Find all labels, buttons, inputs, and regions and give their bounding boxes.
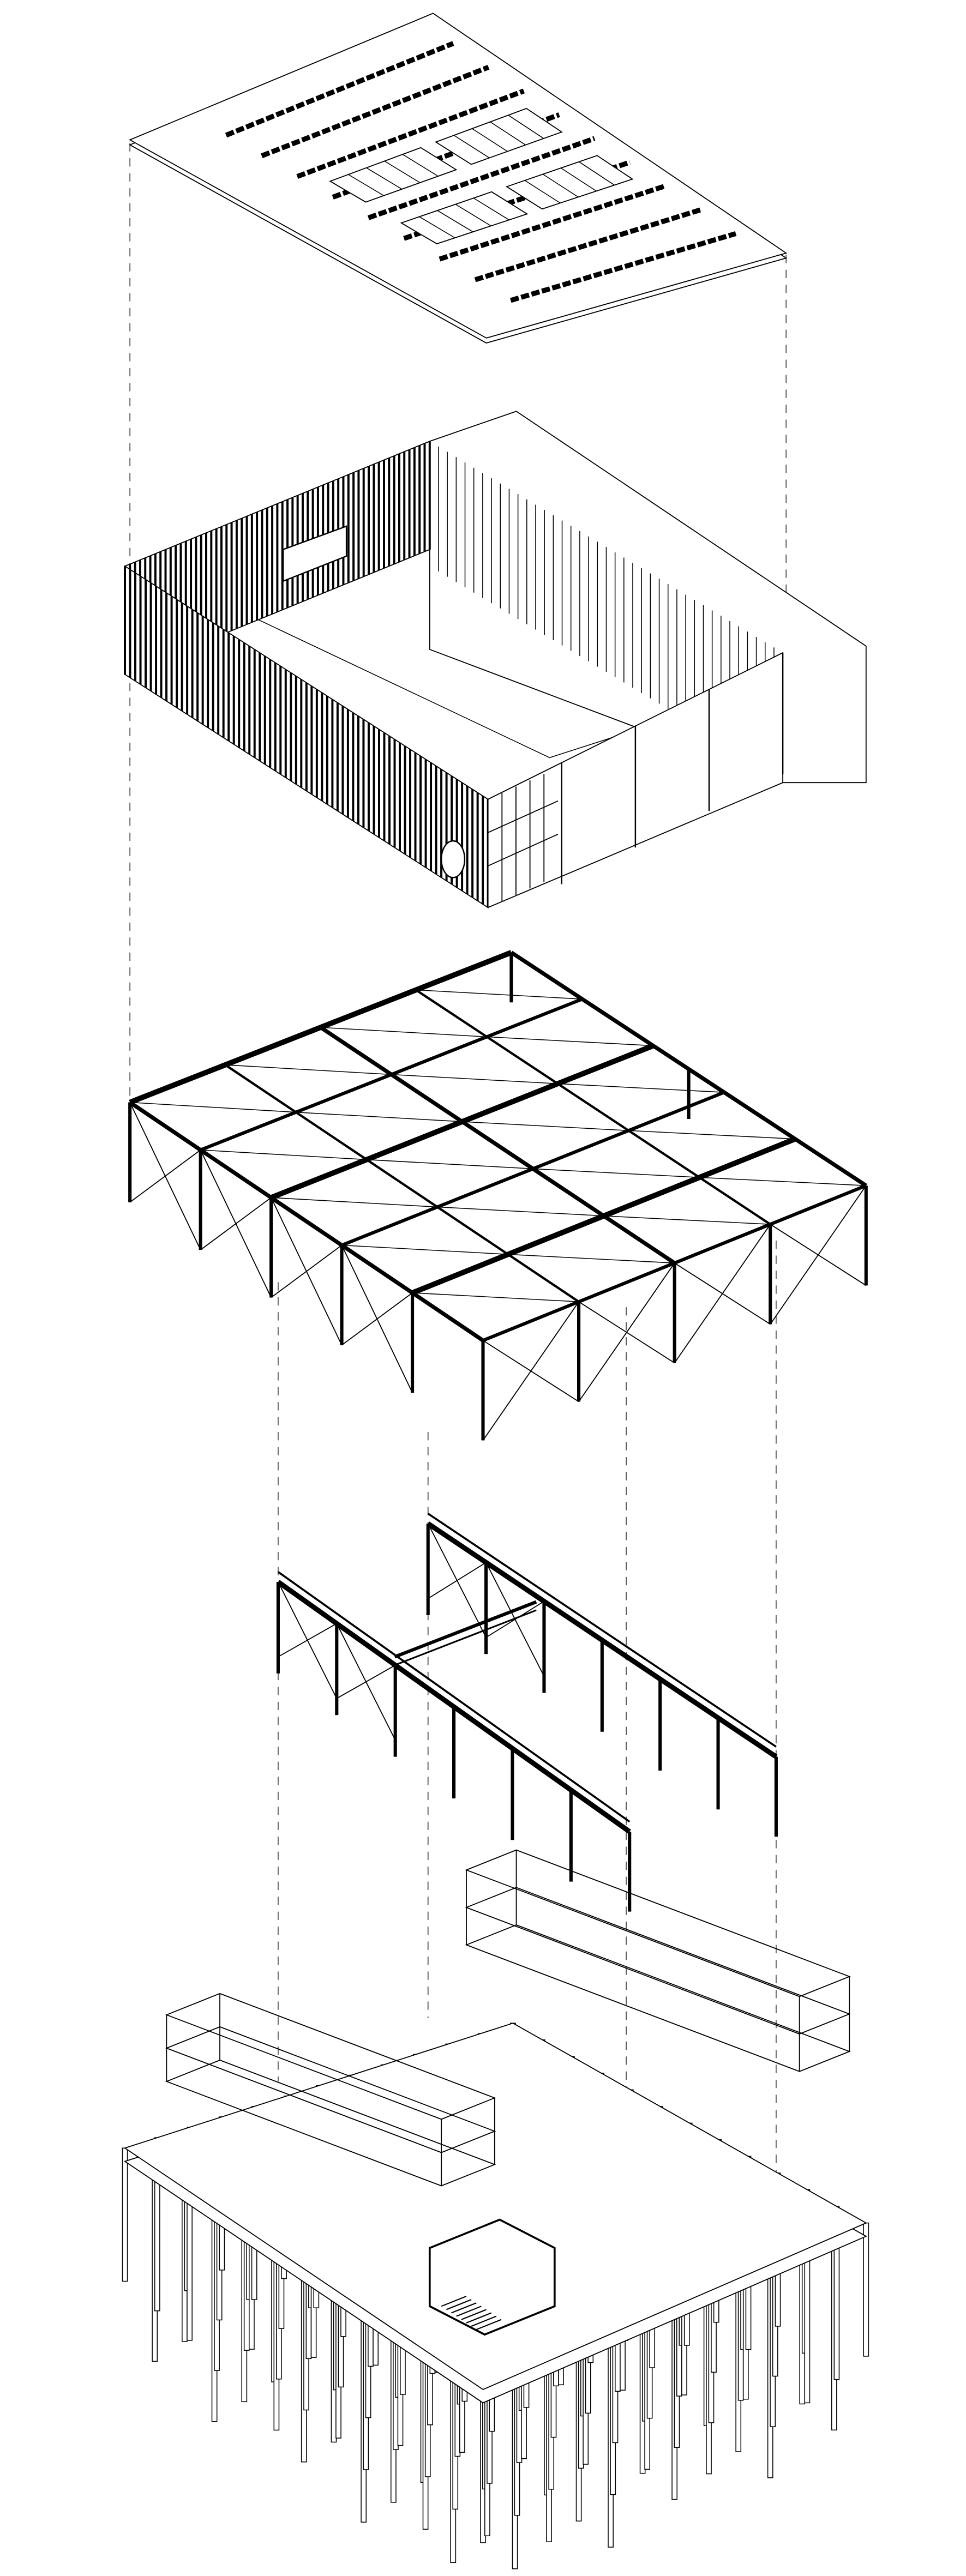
solar-panel-row: [474, 207, 701, 282]
mezzanine-top-chord: [277, 1571, 631, 1823]
roof-bracing: [699, 1177, 866, 1186]
cross-brace: [200, 1197, 272, 1250]
roof-bracing: [130, 1102, 296, 1113]
shelving-unit-level: [465, 1887, 851, 2035]
skylight-rib: [437, 210, 473, 232]
roof-bracing: [557, 1083, 724, 1093]
skylight-rib: [473, 197, 509, 220]
solar-panel-row: [510, 231, 737, 303]
roof-plate: [129, 13, 788, 339]
skylight-rib: [472, 128, 508, 152]
steel-girder: [319, 1026, 676, 1265]
cross-brace: [129, 1149, 201, 1203]
skylight-rib: [579, 161, 615, 186]
roof-bracing: [391, 1074, 558, 1085]
roof-bracing: [200, 1149, 367, 1160]
roof-bracing: [412, 1292, 579, 1302]
steel-frame-layer: [128, 950, 868, 1441]
roof-bracing: [416, 989, 583, 1000]
foundation-layer: [122, 1849, 869, 2569]
mezzanine-frame-layer: [276, 1513, 778, 1912]
cross-brace: [485, 1600, 544, 1638]
steel-girder: [510, 950, 867, 1188]
stair-tread: [456, 2306, 482, 2317]
skylight-rib: [508, 115, 544, 139]
walkway-bridge-rail: [394, 1609, 537, 1666]
cross-brace: [271, 1244, 343, 1298]
platform-slab: [123, 2023, 867, 2391]
steel-girder: [415, 989, 771, 1225]
roof-bracing: [437, 1206, 604, 1217]
skylight-rib: [419, 216, 455, 238]
solar-panel-row: [225, 41, 454, 138]
roof-bracing: [320, 1027, 487, 1038]
roof-bracing: [462, 1121, 629, 1131]
skylight: [434, 107, 563, 165]
stair-tread: [441, 2295, 467, 2307]
stair-enclosure: [428, 2218, 556, 2336]
steel-girder: [224, 1064, 580, 1303]
mezzanine-top-chord: [427, 1513, 777, 1748]
skylight-rib: [348, 174, 385, 196]
stair-tread: [476, 2319, 502, 2331]
solar-panel-row: [296, 88, 525, 179]
roof-bracing: [487, 1036, 653, 1046]
stair-tread: [446, 2299, 472, 2310]
foundation-pile: [863, 2222, 869, 2357]
roof-layer: [129, 13, 788, 344]
cross-brace: [578, 1262, 675, 1402]
glazing-transom: [488, 800, 559, 833]
cross-brace: [341, 1292, 413, 1346]
glazing-transom: [488, 834, 559, 866]
cross-brace: [278, 1623, 337, 1658]
shelving-unit-level: [165, 2026, 496, 2153]
cross-brace: [674, 1224, 771, 1363]
roof-bracing: [367, 1159, 533, 1170]
skylight-rib: [490, 121, 526, 146]
skylight: [505, 155, 634, 210]
wall-window: [282, 525, 347, 582]
stair-tread: [471, 2315, 497, 2327]
roof-bracing: [508, 1254, 675, 1263]
round-window: [440, 840, 466, 878]
roof-bracing: [603, 1215, 771, 1225]
cross-brace: [428, 1562, 487, 1599]
skylight-rib: [542, 173, 579, 197]
cross-brace: [336, 1664, 396, 1699]
cross-brace: [482, 1301, 579, 1441]
walkway-bridge: [394, 1600, 537, 1659]
cross-brace: [770, 1185, 867, 1325]
stair-tread: [466, 2312, 492, 2324]
solar-panel-row: [367, 136, 596, 220]
solar-panel-row: [439, 183, 666, 262]
shelving-unit-level: [465, 1849, 851, 1997]
skylight-rib: [384, 160, 421, 183]
roof-bracing: [271, 1197, 437, 1208]
skylight-rib: [453, 135, 490, 159]
solar-panel-row: [261, 64, 490, 159]
stair-tread: [451, 2302, 477, 2314]
skylight-rib: [560, 167, 597, 192]
shelving-unit-level: [465, 1924, 851, 2072]
shelving-unit-level: [165, 1993, 496, 2120]
stair-tread: [461, 2309, 487, 2320]
skylight-rib: [524, 180, 561, 203]
steel-girder: [129, 1100, 484, 1343]
foundation-pile: [122, 2147, 128, 2282]
roof-bracing: [533, 1168, 700, 1178]
skylight-rib: [402, 154, 439, 177]
roof-bracing: [225, 1064, 392, 1075]
roof-bracing: [341, 1244, 508, 1255]
skylight-rib: [455, 203, 491, 226]
roof-bracing: [296, 1111, 463, 1122]
skylight-rib: [366, 167, 403, 190]
shelving-unit-level: [165, 2059, 496, 2187]
skylight: [329, 147, 458, 203]
skylight: [400, 191, 529, 245]
wall-layer: [124, 411, 867, 908]
roof-bracing: [628, 1130, 795, 1140]
